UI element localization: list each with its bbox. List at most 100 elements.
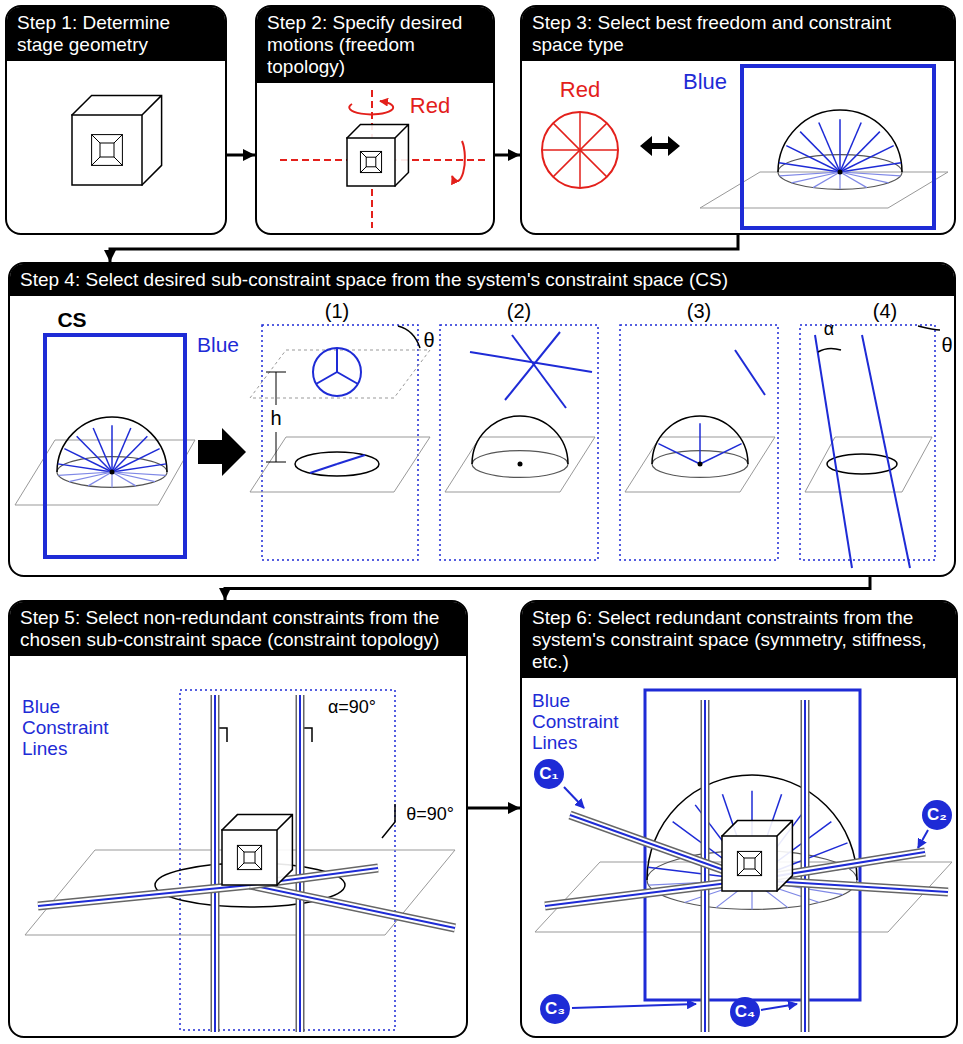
constraint-space <box>198 428 246 476</box>
hemisphere <box>110 470 115 475</box>
stage-cube <box>347 125 408 186</box>
sub-constraint-space <box>818 348 841 352</box>
sub-constraint-space <box>276 372 277 405</box>
hemisphere <box>779 163 840 172</box>
sub-constraint-space <box>445 437 595 492</box>
hemisphere <box>518 462 523 467</box>
constraint-topology <box>382 804 395 838</box>
constraint-rod <box>38 885 250 906</box>
double-arrow <box>640 136 680 156</box>
stage-cube <box>237 863 244 870</box>
stage-cube <box>722 836 777 891</box>
sub-constraint-space <box>862 335 910 568</box>
hemisphere <box>778 110 902 189</box>
stage-cube <box>222 830 277 885</box>
constraint-rod <box>545 880 752 906</box>
hemisphere <box>112 428 131 472</box>
hemisphere <box>800 132 840 172</box>
figure-label: α <box>824 320 834 340</box>
redundant-constraints <box>918 830 928 848</box>
constraint-rod <box>38 885 250 906</box>
constraint-topology <box>25 690 455 1030</box>
figure-label: Red <box>410 94 450 118</box>
constraint-rod <box>545 880 752 906</box>
sub-constraint-space <box>313 348 361 396</box>
hemisphere <box>57 417 167 472</box>
stage-cube <box>114 135 122 143</box>
stage-cube <box>72 95 162 185</box>
stage-cube <box>244 852 255 863</box>
constraint-rod <box>802 700 808 1032</box>
hemisphere <box>472 416 568 477</box>
stage-cube <box>755 869 762 876</box>
hemisphere <box>819 122 840 172</box>
stage-cube <box>737 851 761 875</box>
flow-arrow <box>225 577 870 600</box>
sub-constraint-space <box>295 452 379 476</box>
stage-cube <box>237 845 244 852</box>
hemisphere <box>77 436 112 472</box>
hemisphere <box>698 462 703 467</box>
stage-cube <box>92 157 100 165</box>
stage-cube <box>366 157 376 167</box>
step-panel: Step 4: Select desired sub-constraint sp… <box>8 262 956 577</box>
hemisphere <box>700 444 742 464</box>
constraint-rod <box>545 880 752 906</box>
constraint-rod <box>297 695 303 1032</box>
sub-constraint-space <box>310 464 337 473</box>
constraint-rod <box>801 700 810 1032</box>
callout-badge: C₄ <box>730 997 760 1027</box>
figure-label: Blue Constraint Lines <box>532 691 644 754</box>
stage-cube <box>360 151 381 172</box>
constraint-rod <box>38 885 250 906</box>
hemisphere <box>840 172 888 183</box>
hemisphere <box>112 472 136 486</box>
constraint-space <box>742 66 934 228</box>
constraint-space <box>700 172 948 208</box>
sub-constraint-space <box>735 350 765 395</box>
redundant-constraints <box>535 690 952 1010</box>
hemisphere <box>112 436 147 472</box>
stage-cube <box>722 821 792 891</box>
hemisphere <box>57 417 167 487</box>
figure-label: Blue <box>197 333 239 356</box>
constraint-rod <box>300 695 301 1032</box>
freedom-spokes <box>542 112 618 188</box>
hemisphere <box>472 416 568 464</box>
hemisphere <box>112 449 160 472</box>
figure-label: (1) <box>325 300 349 322</box>
sub-constraint-space <box>250 350 430 398</box>
hemisphere <box>658 444 700 464</box>
sub-constraint-space <box>398 326 420 348</box>
hemisphere <box>840 146 894 172</box>
hemisphere <box>840 132 880 172</box>
stage-cube <box>100 143 114 157</box>
hemisphere <box>813 172 840 188</box>
constraint-rod <box>250 885 455 928</box>
sub-constraint-space <box>815 335 852 568</box>
stage-cube <box>737 869 744 876</box>
callout-badge: C₃ <box>540 994 570 1024</box>
constraint-rod <box>212 695 218 1032</box>
stage-cube <box>376 151 382 157</box>
sub-constraint-space <box>276 432 277 462</box>
stage-cube <box>347 138 395 186</box>
figure-label: Red <box>560 78 600 102</box>
step-panel: Step 2: Specify desired motions (freedom… <box>255 5 495 235</box>
hemisphere <box>780 172 840 176</box>
figure-label: θ <box>941 334 952 356</box>
constraint-rod <box>38 885 250 906</box>
stage-cube <box>72 95 162 185</box>
sub-constraint-space <box>250 325 940 568</box>
figure-label: CS <box>57 308 86 331</box>
stage-cube <box>92 135 123 166</box>
sub-constraint-space <box>505 332 560 400</box>
freedom-axes <box>349 101 393 114</box>
hemisphere <box>652 416 748 464</box>
step-header: Step 5: Select non-redundant constraints… <box>10 602 466 656</box>
stage-cube <box>722 821 792 891</box>
constraint-rod <box>211 695 220 1032</box>
stage-cube <box>360 151 366 157</box>
